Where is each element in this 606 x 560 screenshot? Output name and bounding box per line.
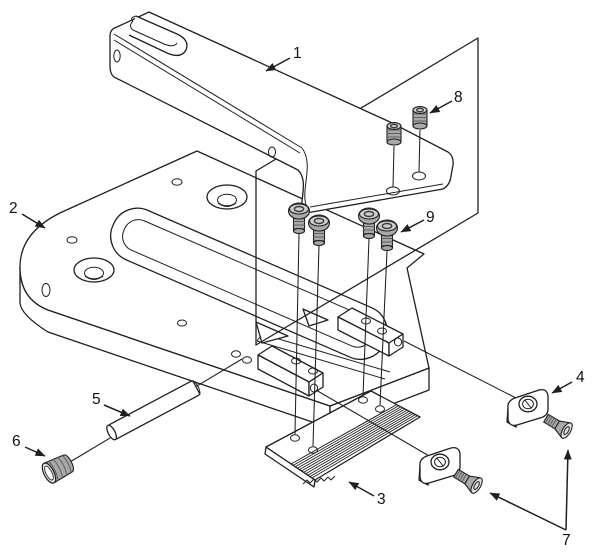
pin-hole	[231, 350, 241, 358]
callout-7-arrow-b	[489, 492, 567, 531]
bar-end-hole	[393, 337, 403, 347]
part-6-threaded-plug	[41, 454, 75, 484]
end-face-hole	[113, 49, 121, 63]
part-8-set-screw-right	[412, 105, 428, 130]
plate-hole	[66, 236, 78, 244]
leader-btnscrew-c	[362, 238, 370, 397]
bar-hole	[308, 367, 318, 375]
part-8-set-screw-left	[386, 121, 402, 146]
callout-5-label: 5	[92, 391, 101, 408]
plate3-hole	[290, 434, 300, 442]
plate3-hole	[358, 396, 368, 404]
callout-3-arrow	[348, 481, 375, 497]
part-5-dowel-pin	[106, 379, 201, 441]
leader-btnscrew-a	[294, 233, 300, 435]
leader-lines	[69, 129, 521, 463]
arm-chamfer-lines	[113, 33, 303, 154]
callout-2-label: 2	[9, 200, 18, 217]
plate-arm-hole	[177, 319, 187, 327]
callout-arrows	[21, 57, 573, 531]
serration-teeth	[302, 475, 336, 485]
plate3-hole	[375, 405, 385, 413]
callout-labels: 1 2 3 4 5 6 7 8 9	[9, 45, 585, 549]
leader-setscrew-a	[392, 145, 395, 188]
plate-side-hole	[41, 283, 51, 297]
part-4-nut-plate-upper	[506, 388, 549, 428]
leader-nutplate-upper	[403, 340, 521, 401]
callout-4-label: 4	[576, 369, 585, 386]
plate3-hole	[308, 446, 318, 454]
callout-7-label: 7	[562, 532, 571, 549]
arm-bend-crease	[301, 147, 308, 206]
serration-hatching	[292, 405, 418, 479]
foot-thickness-line	[309, 183, 444, 208]
callout-9-label: 9	[426, 209, 435, 226]
plate-hole	[171, 178, 183, 186]
callout-7-arrow-a	[563, 449, 572, 531]
part-2-base-plate	[19, 150, 430, 429]
counterbore-hole-a	[206, 184, 248, 210]
arm-body	[109, 11, 454, 213]
bar-hole	[377, 327, 387, 335]
callout-8-label: 8	[454, 89, 463, 106]
part-3-serrated-plate	[264, 390, 421, 488]
leader-nutplate-lower	[315, 389, 437, 461]
callout-8-arrow	[429, 100, 453, 114]
callout-9-arrow	[400, 219, 425, 233]
callout-5-arrow	[103, 404, 131, 417]
end-slot-inner	[130, 15, 178, 47]
side-hole	[268, 146, 276, 158]
callout-6-arrow	[24, 446, 46, 457]
callout-2-arrow	[21, 213, 46, 229]
callout-4-arrow	[551, 381, 573, 394]
counterbore-hole-b	[73, 257, 115, 283]
callout-6-label: 6	[12, 433, 21, 450]
callout-3-label: 3	[377, 491, 386, 508]
callout-1-arrow	[265, 57, 291, 72]
leader-setscrew-b	[418, 129, 421, 173]
projection-plane	[255, 37, 479, 346]
callout-1-label: 1	[293, 45, 302, 62]
v-notch	[255, 321, 289, 344]
part-1-slotted-arm	[109, 11, 454, 213]
leader-btnscrew-b	[312, 245, 320, 447]
leader-btnscrew-d	[379, 250, 388, 406]
bar-end-hole	[309, 383, 319, 393]
clamp-bar-right	[337, 307, 404, 357]
pin-hole	[242, 356, 252, 364]
